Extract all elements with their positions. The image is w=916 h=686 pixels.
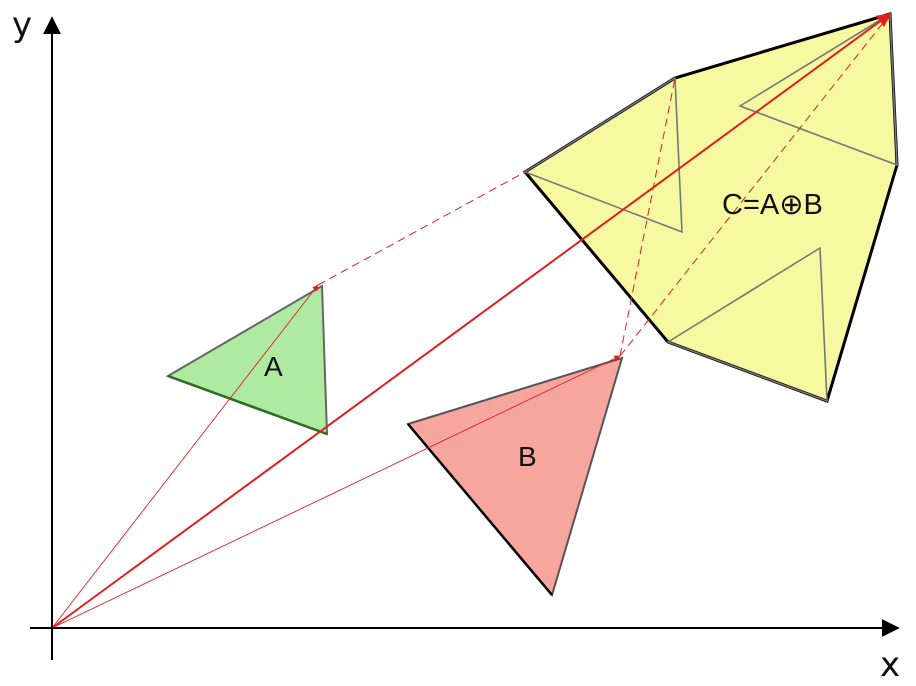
dashed-guide-a-apex	[317, 171, 526, 286]
shape-b-label: B	[518, 441, 537, 472]
dashed-guides	[317, 13, 891, 357]
shape-a-edge	[167, 374, 328, 436]
y-axis-label: y	[12, 5, 32, 45]
shape-b-edge	[407, 423, 553, 596]
shape-b-polygon	[406, 356, 624, 598]
shape-c-label: C=A⊕B	[722, 189, 823, 221]
vector-to-c	[51, 13, 892, 629]
shape-a-label: A	[264, 351, 283, 382]
shape-a-polygon	[165, 284, 329, 436]
inner-triangle-a-plus-b-top	[738, 12, 898, 167]
x-axis-label: x	[880, 645, 900, 685]
inner-triangle-b-plus-a-bottom	[666, 246, 828, 403]
dashed-guide-mid	[619, 77, 676, 357]
shape-c-polygon	[522, 12, 899, 403]
vectors	[51, 13, 892, 629]
vector-to-a	[51, 284, 319, 629]
inner-triangle-a-plus-b-left	[523, 76, 683, 234]
dashed-guide-b-apex	[619, 13, 891, 357]
shape-c-inner-triangles	[523, 12, 898, 403]
vector-to-b	[51, 355, 621, 629]
